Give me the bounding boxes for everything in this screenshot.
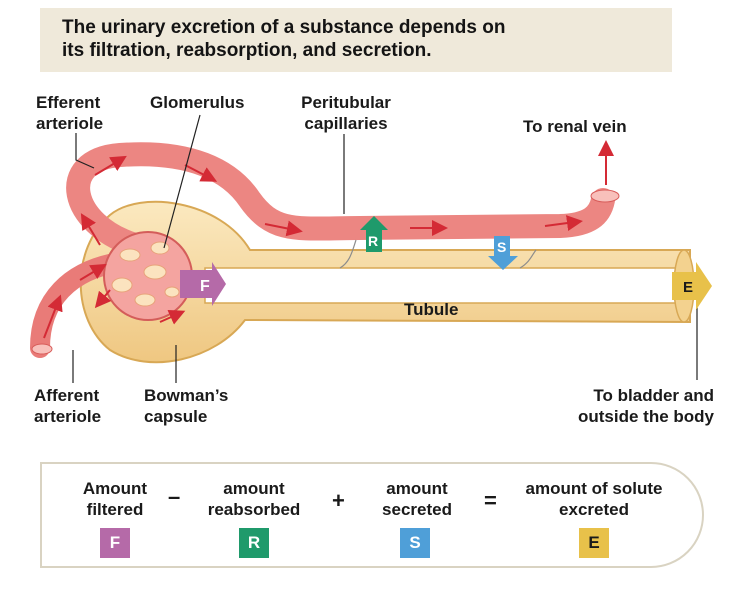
equation-term-excreted: amount of solute excreted (510, 478, 678, 520)
title-line-2: its filtration, reabsorption, and secret… (62, 40, 432, 61)
blood-flow-arrows (43, 140, 614, 339)
secretion-marker: S (488, 236, 537, 270)
efferent-arteriole-vessel (66, 142, 615, 257)
equation-minus: – (168, 484, 181, 509)
equation-term-reabsorbed: amount reabsorbed (192, 478, 316, 520)
excretion-marker: E (672, 262, 712, 310)
label-peritubular-line1: Peritubular (301, 93, 391, 112)
equation-reabsorbed-line2: reabsorbed (207, 500, 301, 519)
equation-filtered-line2: filtered (86, 500, 144, 519)
equation-equals: = (484, 488, 497, 513)
title-line-1: The urinary excretion of a substance dep… (62, 17, 506, 38)
equation-key-e: E (579, 528, 609, 558)
page-title: The urinary excretion of a substance dep… (62, 16, 505, 62)
equation-excreted-line1: amount of solute (525, 479, 663, 498)
label-afferent-line2: arteriole (34, 407, 102, 426)
equation-reabsorbed-line1: amount (223, 479, 285, 498)
label-afferent-arteriole: Afferent arteriole (34, 385, 101, 427)
label-to-bladder: To bladder and outside the body (548, 385, 714, 427)
label-tubule: Tubule (404, 300, 459, 319)
title-banner: The urinary excretion of a substance dep… (40, 8, 672, 72)
label-bowmans-line2: capsule (144, 407, 208, 426)
equation-term-filtered: Amount filtered (70, 478, 160, 520)
filtration-marker-label: F (200, 278, 210, 295)
secretion-marker-label: S (497, 239, 506, 255)
label-peritubular-capillaries: Peritubular capillaries (288, 92, 404, 134)
equation-key-r: R (239, 528, 269, 558)
renal-vein-opening (590, 189, 620, 203)
excretion-marker-label: E (683, 279, 693, 296)
nephron-diagram: F R S E (30, 114, 712, 383)
equation-box: Amount filtered F – amount reabsorbed R … (40, 462, 704, 568)
equation-term-secreted: amount secreted (362, 478, 472, 520)
label-efferent-line2: arteriole (36, 114, 104, 133)
equation-filtered-line1: Amount (82, 479, 148, 498)
equation-key-f: F (100, 528, 130, 558)
equation-plus: + (332, 488, 345, 513)
label-to-bladder-line1: To bladder and (593, 386, 714, 405)
label-bowmans-capsule: Bowman’s capsule (144, 385, 228, 427)
equation-secreted-line1: amount (386, 479, 448, 498)
label-peritubular-line2: capillaries (304, 114, 388, 133)
label-to-bladder-line2: outside the body (578, 407, 714, 426)
equation-key-s: S (400, 528, 430, 558)
label-glomerulus: Glomerulus (150, 93, 245, 112)
equation-excreted-line2: excreted (559, 500, 629, 519)
reabsorption-marker-label: R (368, 233, 378, 249)
tubule-lumen (204, 267, 677, 304)
reabsorption-marker: R (339, 216, 388, 269)
label-efferent-arteriole: Efferent arteriole (36, 92, 103, 134)
filtration-marker: F (180, 262, 226, 306)
label-efferent-line1: Efferent (36, 93, 101, 112)
equation-secreted-line2: secreted (382, 500, 452, 519)
label-bowmans-line1: Bowman’s (144, 386, 229, 405)
leader-lines (72, 114, 698, 383)
label-to-renal-vein: To renal vein (523, 117, 627, 136)
label-afferent-line1: Afferent (34, 386, 100, 405)
